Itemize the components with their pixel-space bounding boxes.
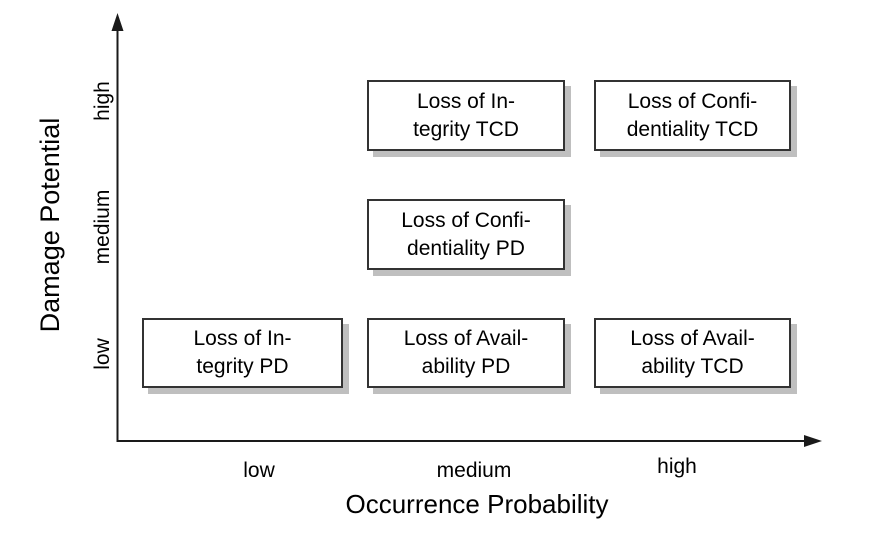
x-tick-medium: medium [436,459,512,482]
x-tick-high: high [657,455,697,478]
box-loss-of-confidentiality-pd: Loss of Confi- dentiality PD [367,199,565,270]
box-loss-of-confidentiality-tcd: Loss of Confi- dentiality TCD [594,80,791,151]
box-loss-of-integrity-pd: Loss of In- tegrity PD [142,318,343,388]
x-axis-title: Occurrence Probability [345,489,609,519]
y-axis-arrow-icon [111,13,124,31]
y-tick-low: low [91,338,114,370]
y-axis-title: Damage Potential [35,117,65,333]
box-loss-of-availability-pd: Loss of Avail- ability PD [367,318,565,388]
x-tick-low: low [243,459,275,482]
y-tick-high: high [91,81,114,121]
x-axis-arrow-icon [804,435,822,447]
box-loss-of-integrity-tcd: Loss of In- tegrity TCD [367,80,565,151]
y-tick-medium: medium [91,189,114,265]
box-loss-of-availability-tcd: Loss of Avail- ability TCD [594,318,791,388]
